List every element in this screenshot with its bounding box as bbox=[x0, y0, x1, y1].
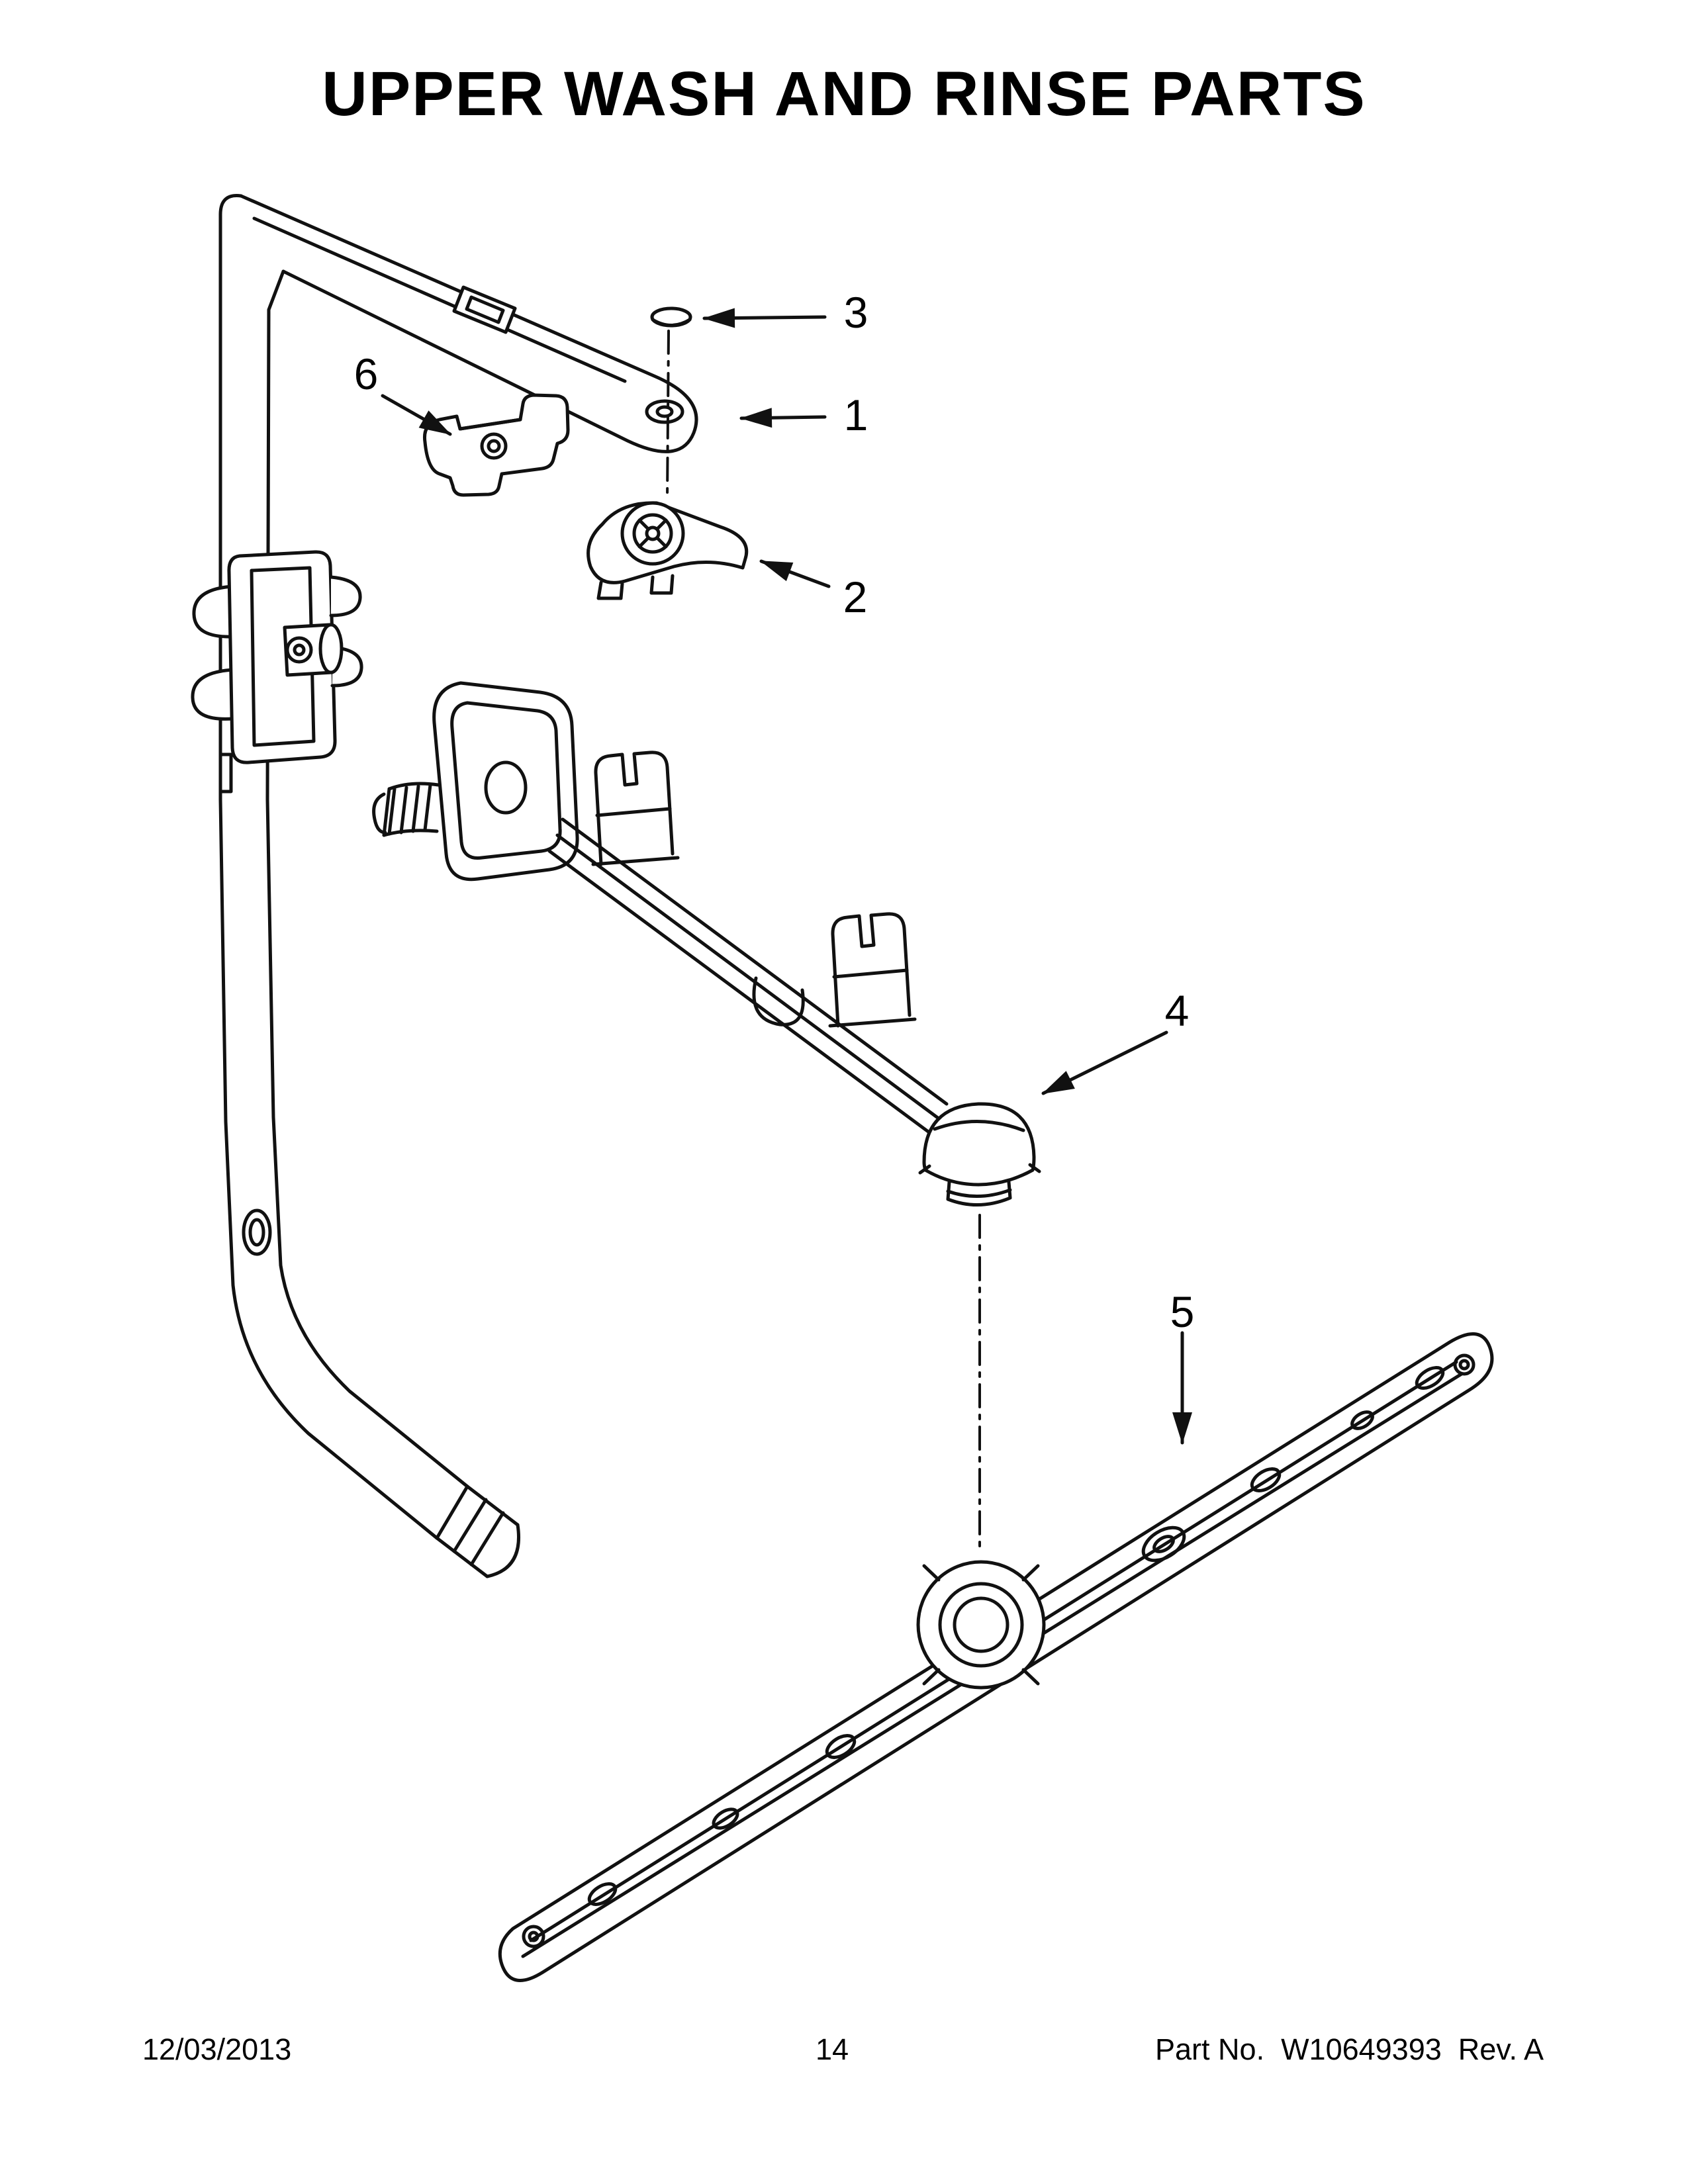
water-supply-tube bbox=[218, 194, 520, 1578]
wash-arm-mount-part-2 bbox=[586, 501, 749, 600]
feed-tube-part-1 bbox=[239, 194, 698, 453]
callout-arrow-3 bbox=[702, 308, 827, 328]
callout-label-4: 4 bbox=[1164, 986, 1190, 1035]
footer-part-number: Part No. W10649393 Rev. A bbox=[1155, 2032, 1544, 2066]
callout-arrow-6 bbox=[381, 394, 452, 436]
callout-label-3: 3 bbox=[843, 288, 868, 337]
callout-label-5: 5 bbox=[1170, 1287, 1195, 1336]
spray-arm-part-5 bbox=[498, 1332, 1494, 1982]
callout-arrow-4 bbox=[1041, 1030, 1168, 1095]
cap-part-3 bbox=[650, 306, 692, 328]
callout-arrows bbox=[381, 308, 1192, 1445]
tube-mount-bracket bbox=[191, 550, 363, 764]
mounting-clip-part-6 bbox=[422, 393, 570, 497]
alignment-line-cap-to-mount bbox=[666, 330, 670, 499]
delivery-tube-part-4 bbox=[372, 681, 1041, 1206]
footer-date: 12/03/2013 bbox=[142, 2032, 292, 2066]
callout-label-2: 2 bbox=[843, 572, 868, 621]
callout-label-6: 6 bbox=[353, 349, 379, 398]
callout-arrow-1 bbox=[739, 408, 827, 428]
page-title: UPPER WASH AND RINSE PARTS bbox=[322, 59, 1366, 129]
alignment-lines bbox=[666, 330, 981, 1555]
footer-page-number: 14 bbox=[816, 2032, 849, 2066]
callout-label-1: 1 bbox=[843, 390, 868, 439]
callout-arrow-2 bbox=[759, 559, 831, 588]
